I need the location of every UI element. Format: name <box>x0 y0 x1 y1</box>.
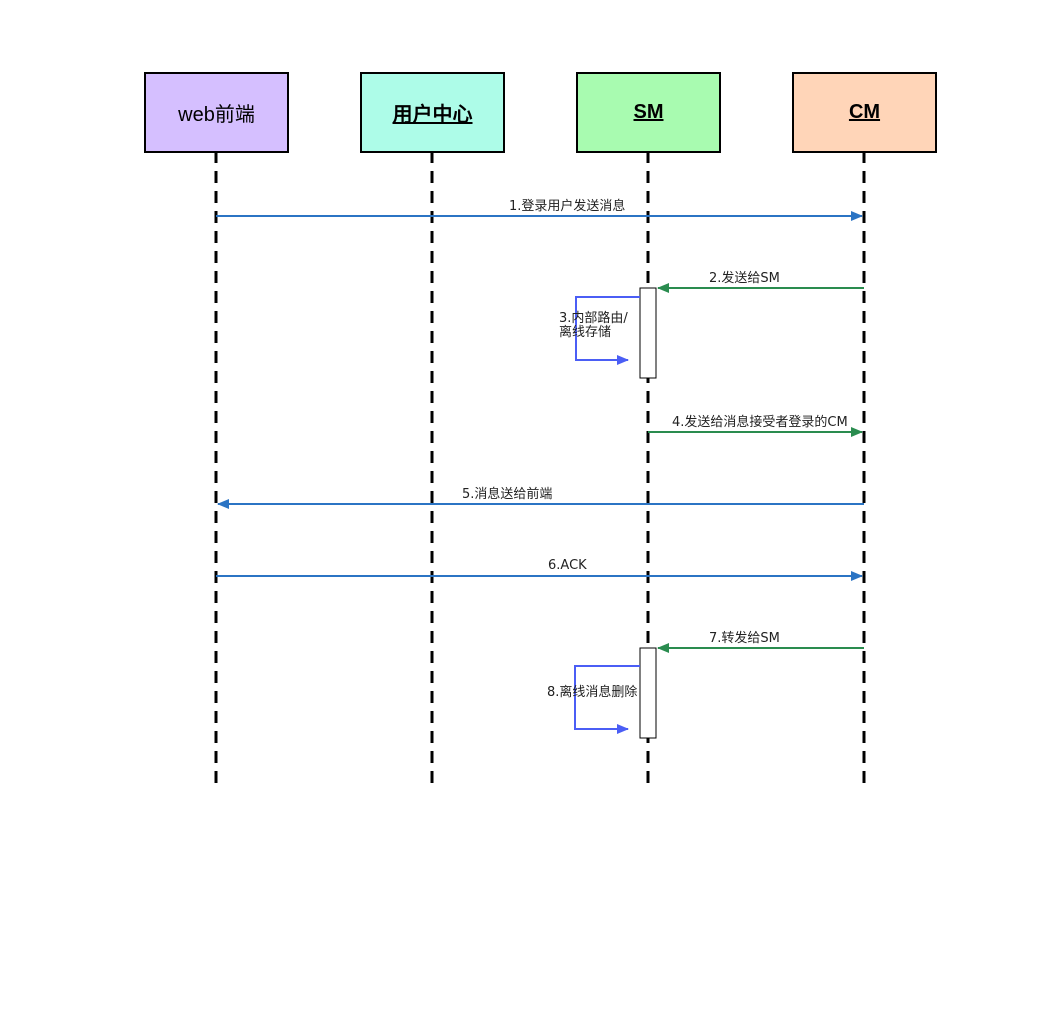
actor-web-frontend: web前端 <box>144 72 289 153</box>
message-label-4: 4.发送给消息接受者登录的CM <box>672 415 848 430</box>
message-arrow-3 <box>575 296 640 365</box>
actor-label: SM <box>633 101 664 123</box>
message-label-5: 5.消息送给前端 <box>462 487 553 502</box>
actor-label: CM <box>848 101 881 123</box>
message-label-3-line1: 3.内部路由/ <box>559 311 628 326</box>
actor-label: web前端 <box>178 104 255 126</box>
message-label-8: 8.离线消息删除 <box>547 685 638 700</box>
activation-bar <box>639 287 657 379</box>
message-label-7: 7.转发给SM <box>709 631 780 646</box>
message-label-6: 6.ACK <box>548 558 587 573</box>
actor-label: 用户中心 <box>392 104 473 126</box>
activation-bar <box>639 647 657 739</box>
message-label-2: 2.发送给SM <box>709 271 780 286</box>
message-arrow-8 <box>574 665 640 734</box>
message-label-1: 1.登录用户发送消息 <box>509 199 626 214</box>
actor-sm: SM <box>576 72 721 153</box>
message-label-3-line2: 离线存储 <box>559 325 612 340</box>
